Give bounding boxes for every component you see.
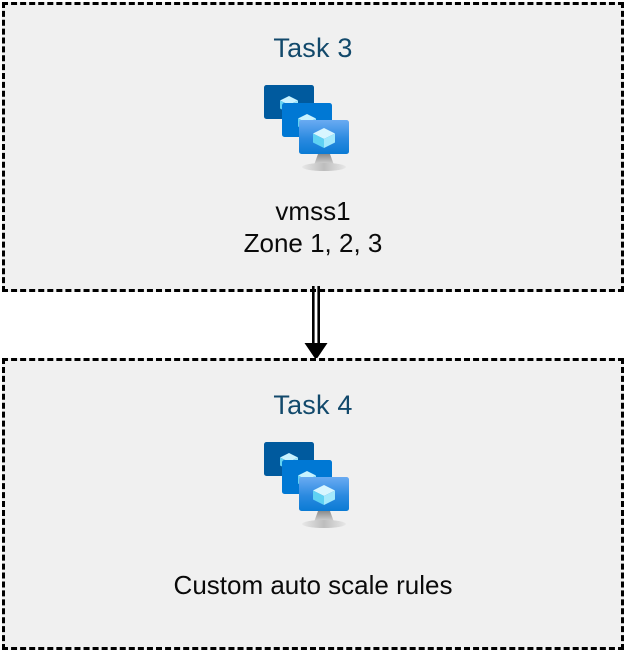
vmss-icon (264, 85, 349, 171)
caption-line: vmss1 (275, 196, 351, 226)
down-arrow-icon (304, 286, 328, 360)
caption-line: Custom auto scale rules (173, 570, 453, 600)
vmss-icon (264, 442, 349, 528)
task-title: Task 3 (273, 33, 353, 63)
task-title: Task 4 (273, 390, 353, 420)
task-captions: vmss1 Zone 1, 2, 3 (244, 195, 383, 259)
task-box-task-3: Task 3 (2, 2, 624, 292)
task-captions: Custom auto scale rules (174, 569, 453, 601)
task-box-task-4: Task 4 (2, 358, 624, 650)
caption-line: Zone 1, 2, 3 (243, 228, 383, 258)
